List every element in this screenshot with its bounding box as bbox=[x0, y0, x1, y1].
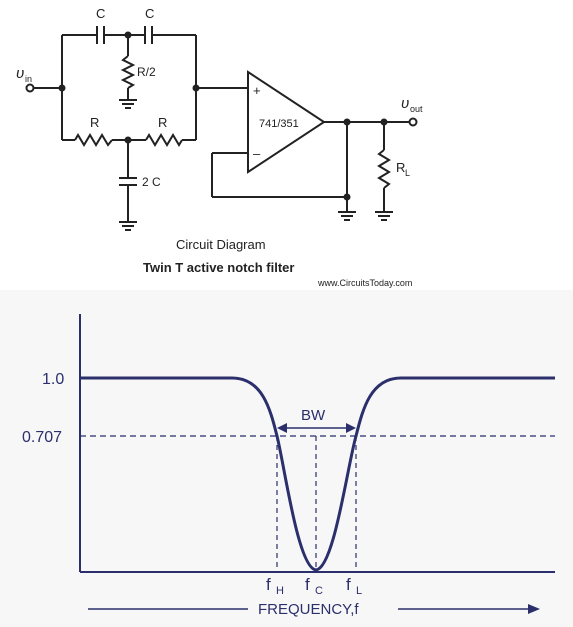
load-label-sub: L bbox=[405, 168, 410, 178]
y-tick-1: 1.0 bbox=[42, 371, 64, 388]
cap-top-right-label: C bbox=[145, 6, 154, 21]
cap-top-left-label: C bbox=[96, 6, 105, 21]
opamp-label: 741/351 bbox=[259, 118, 299, 130]
bw-arrow-right bbox=[346, 423, 356, 433]
frequency-response-chart: 1.0 0.707 BW f H f C f L FREQUENCY,f bbox=[22, 314, 555, 618]
output-label-sub: out bbox=[410, 104, 423, 114]
input-terminal bbox=[25, 83, 35, 93]
resistor-load bbox=[377, 149, 391, 189]
res-half-label: R/2 bbox=[137, 65, 156, 79]
output-terminal bbox=[408, 117, 418, 127]
marker-fc-label: f bbox=[305, 575, 310, 594]
input-label-sub: in bbox=[25, 74, 32, 84]
circuit-title: Twin T active notch filter bbox=[143, 260, 294, 275]
marker-fh-sub: H bbox=[276, 585, 284, 597]
x-axis-label: FREQUENCY,f bbox=[258, 601, 359, 618]
marker-fl-label: f bbox=[346, 575, 351, 594]
res-right-label: R bbox=[158, 115, 167, 130]
circuit-caption: Circuit Diagram bbox=[176, 237, 266, 252]
frequency-arrow-head bbox=[528, 604, 540, 614]
load-label: R bbox=[396, 160, 405, 175]
circuit-panel: υ in C C R/2 R R 2 C + – 741/351 υ out R… bbox=[0, 0, 573, 290]
resistor-left bbox=[74, 133, 113, 147]
input-label: υ bbox=[16, 65, 24, 82]
resistor-half bbox=[120, 55, 136, 89]
bandwidth-label: BW bbox=[301, 407, 326, 424]
resistor-right bbox=[145, 133, 183, 147]
frequency-response-panel: 1.0 0.707 BW f H f C f L FREQUENCY,f bbox=[0, 290, 573, 627]
feedback-node bbox=[343, 193, 351, 201]
opamp-plus: + bbox=[253, 83, 261, 98]
marker-fl-sub: L bbox=[356, 585, 362, 597]
y-tick-0707: 0.707 bbox=[22, 429, 62, 446]
marker-fh-label: f bbox=[266, 575, 271, 594]
website-label: www.CircuitsToday.com bbox=[317, 278, 412, 288]
marker-fc-sub: C bbox=[315, 585, 323, 597]
opamp-triangle bbox=[247, 70, 326, 174]
circuit-diagram: υ in C C R/2 R R 2 C + – 741/351 υ out R… bbox=[16, 6, 423, 288]
opamp-minus: – bbox=[253, 146, 261, 161]
output-label: υ bbox=[401, 95, 409, 112]
cap-bottom-label: 2 C bbox=[142, 175, 161, 189]
response-curve bbox=[80, 376, 555, 572]
res-left-label: R bbox=[90, 115, 99, 130]
bw-arrow-left bbox=[277, 423, 287, 433]
